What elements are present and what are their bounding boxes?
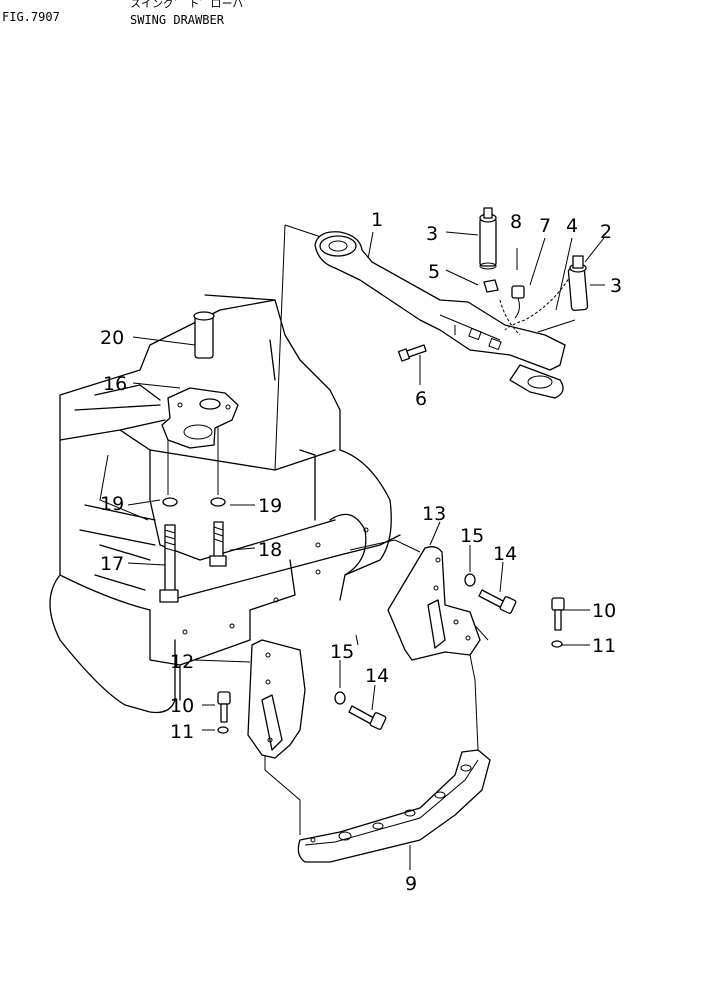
part-16-bracket: [161, 387, 239, 449]
part-10-bolt-left: [217, 691, 231, 723]
part-1-drawbar-arm: [314, 231, 566, 399]
callout-14-left: 14: [365, 665, 389, 687]
part-2-pin-cap: [572, 255, 584, 269]
callout-18: 18: [258, 539, 282, 561]
figure-number: FIG.7907: [2, 10, 60, 24]
callout-5: 5: [428, 261, 440, 283]
part-15-washer-left: [334, 691, 346, 705]
part-3-pin-right: [567, 263, 589, 312]
leader-lines: [99, 224, 605, 870]
callout-13: 13: [422, 503, 446, 525]
callout-labels: 1 2 3 3 4 5 6 7 8 9 10 10 11 11 12 13 14…: [100, 209, 622, 895]
callout-7: 7: [539, 215, 551, 237]
callout-9: 9: [405, 873, 417, 895]
callout-4: 4: [566, 215, 578, 237]
callout-11-right: 11: [592, 635, 616, 657]
part-19-washer-left: [162, 497, 178, 507]
callout-17: 17: [100, 553, 124, 575]
callout-6: 6: [415, 388, 427, 410]
part-7-chain-link: [514, 297, 520, 319]
callout-16: 16: [103, 373, 127, 395]
part-5-clip: [483, 279, 499, 293]
callout-19-right: 19: [258, 495, 282, 517]
part-15-washer-right: [464, 573, 476, 587]
part-14-bolt-left: [348, 705, 387, 730]
callout-10-left: 10: [170, 695, 194, 717]
callout-14-right: 14: [493, 543, 517, 565]
part-19-washer-right: [210, 497, 226, 507]
part-18-bolt: [209, 521, 227, 567]
machine-frame: [49, 294, 401, 714]
callout-12: 12: [170, 651, 194, 673]
callout-10-right: 10: [592, 600, 616, 622]
part-10-bolt-right: [551, 597, 565, 631]
part-12-bracket-left: [247, 639, 306, 759]
part-11-washer-right: [551, 640, 563, 648]
callout-1: 1: [371, 209, 383, 231]
callout-11-left: 11: [170, 721, 194, 743]
callout-2: 2: [600, 221, 612, 243]
callout-19-left: 19: [100, 493, 124, 515]
part-20-pin: [193, 311, 215, 359]
callout-3-right: 3: [610, 275, 622, 297]
part-9-rail: [297, 749, 491, 863]
callout-15-right: 15: [460, 525, 484, 547]
callout-8: 8: [510, 211, 522, 233]
part-8-nut: [511, 285, 525, 299]
part-17-long-bolt: [159, 524, 179, 603]
callout-15-left: 15: [330, 641, 354, 663]
callout-3-left: 3: [426, 223, 438, 245]
part-3-pin-left: [479, 207, 497, 270]
part-14-bolt-right: [478, 589, 517, 614]
title-english: SWING DRAWBER: [130, 13, 224, 27]
part-13-bracket-right: [387, 546, 481, 661]
callout-20: 20: [100, 327, 124, 349]
part-4-chain: [499, 261, 579, 336]
title-japanese: スイング゛ ト゛ローバ゛: [130, 0, 255, 10]
part-11-washer-left: [217, 726, 229, 734]
part-6-bolt: [397, 344, 427, 362]
